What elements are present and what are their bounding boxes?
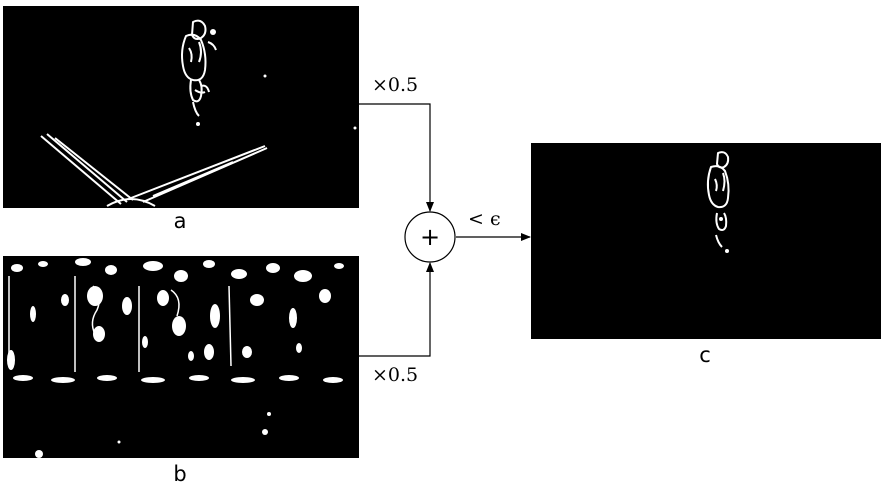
caption-a: a bbox=[173, 209, 187, 233]
panel-b bbox=[3, 256, 359, 458]
sum-node bbox=[404, 211, 456, 263]
arrow-from-a bbox=[359, 103, 434, 212]
weight-b-label: ×0.5 bbox=[372, 364, 419, 386]
threshold-label: < ϵ bbox=[468, 208, 501, 230]
edge-map-a bbox=[3, 6, 359, 208]
caption-c: c bbox=[699, 343, 711, 367]
edge-map-c bbox=[531, 143, 881, 339]
panel-c bbox=[531, 143, 881, 339]
weight-a-label: ×0.5 bbox=[372, 74, 419, 96]
caption-b: b bbox=[173, 462, 187, 486]
edge-map-b bbox=[3, 256, 359, 458]
arrow-from-b bbox=[359, 262, 434, 357]
sum-symbol: + bbox=[420, 223, 441, 251]
panel-a bbox=[3, 6, 359, 208]
